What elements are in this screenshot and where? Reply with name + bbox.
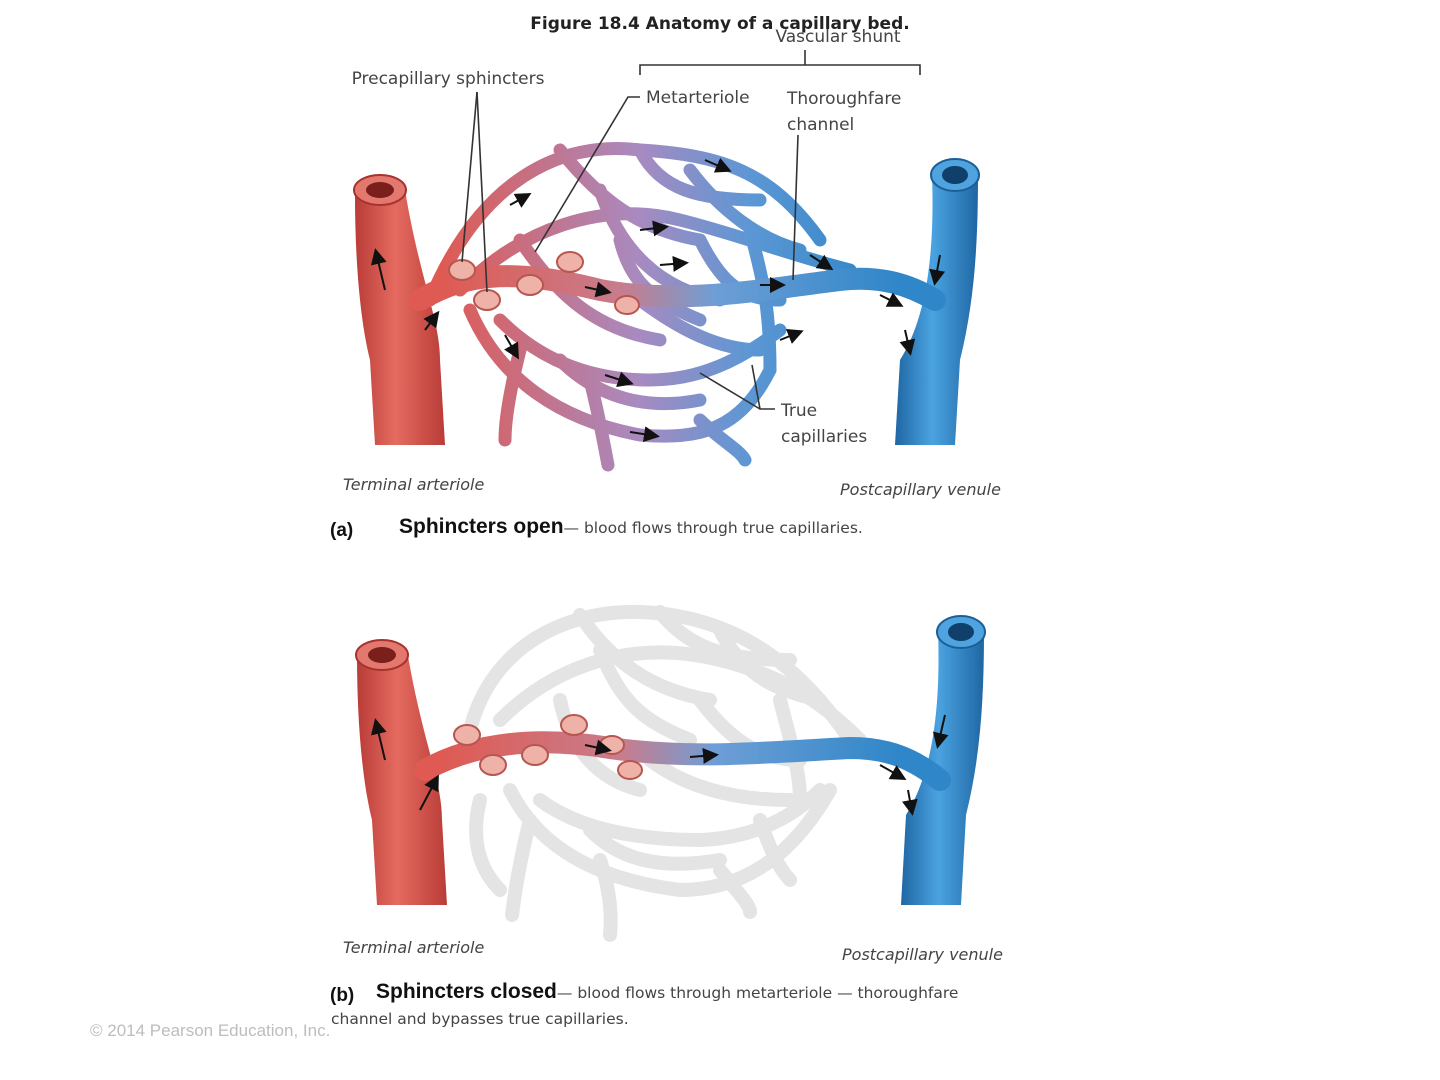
metarteriole-label: Metarteriole — [646, 88, 750, 108]
thoroughfare-channel-b — [414, 731, 951, 791]
precapillary-sphincters-b — [453, 714, 643, 780]
panel-b-heading: Sphincters closed — [376, 980, 557, 1003]
thoroughfare-channel-label-line1: Thoroughfare — [786, 89, 901, 109]
panel-a-letter: (a) — [330, 520, 353, 541]
flow-arrows-b — [370, 714, 949, 816]
thoroughfare-channel-a — [409, 265, 946, 311]
thoroughfare-channel-label-line2: channel — [787, 115, 854, 135]
panel-b-caption-line1: Sphincters closed— blood flows through m… — [376, 980, 958, 1003]
terminal-arteriole-label-a: Terminal arteriole — [343, 475, 484, 494]
true-capillaries-label-line1: True — [780, 401, 817, 421]
leader-lines-a — [461, 50, 921, 410]
panel-b-letter: (b) — [330, 985, 354, 1006]
vascular-shunt-label: Vascular shunt — [775, 27, 900, 47]
true-capillaries-label-line2: capillaries — [781, 427, 867, 447]
flow-arrows-a — [370, 157, 946, 443]
terminal-arteriole-label-b: Terminal arteriole — [343, 938, 484, 957]
panel-b-text-line2: channel and bypasses true capillaries. — [331, 1010, 629, 1028]
capillary-network-b-closed — [463, 604, 867, 942]
postcapillary-venule-b — [901, 615, 986, 905]
panel-b-diagram: Terminal arteriole Postcapillary venule … — [330, 604, 1003, 1028]
panel-a-caption: Sphincters open— blood flows through tru… — [399, 515, 863, 538]
postcapillary-venule-label-a: Postcapillary venule — [840, 480, 1001, 499]
precapillary-sphincters-a — [448, 251, 640, 315]
panel-a-heading: Sphincters open — [399, 515, 564, 538]
figure-title: Figure 18.4 Anatomy of a capillary bed. — [530, 14, 909, 34]
capillary-network-a — [423, 142, 857, 472]
terminal-arteriole-a — [353, 174, 445, 445]
postcapillary-venule-label-b: Postcapillary venule — [842, 945, 1003, 964]
terminal-arteriole-b — [355, 639, 447, 905]
panel-a-text: — blood flows through true capillaries. — [564, 519, 863, 537]
precapillary-sphincters-label: Precapillary sphincters — [352, 69, 545, 89]
copyright-notice: © 2014 Pearson Education, Inc. — [90, 1021, 330, 1040]
panel-b-text-line1: — blood flows through metarteriole — tho… — [557, 984, 959, 1002]
panel-a-diagram: Vascular shunt Precapillary sphincters M… — [330, 27, 1001, 541]
